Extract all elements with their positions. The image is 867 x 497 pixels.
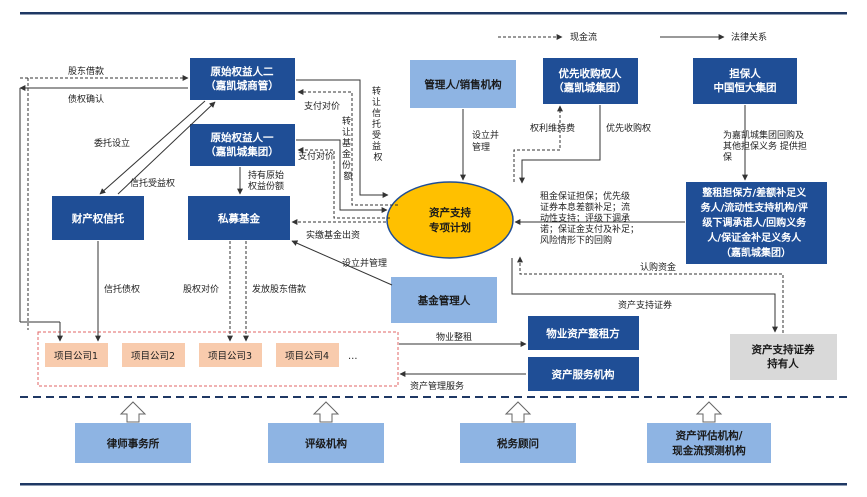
property-trust-box [52,196,144,240]
subscribe-fund-label: 认购资金 [640,261,676,273]
fund-contribution-label: 实缴基金出资 [306,229,360,241]
guarantee-label: 为嘉凯城集团回购及 其他担保义务 提供担 保 [723,129,810,163]
hollow-arrow-tax [504,401,532,423]
valuation-agency-box [647,423,771,463]
top-border-line [20,12,847,15]
hold-orig-label: 持有原始权益份额 [248,169,284,192]
manager-sales-label: 管理人/销售机构 [424,78,502,91]
lessee-box [528,316,639,350]
priority-purchase-line [519,105,601,184]
project-company-1-box [45,343,108,367]
originator-one-label: 原始权益人一（嘉凯城集团） [205,131,279,158]
priority-buyer-box [543,58,638,104]
project-company-4-label: 项目公司4 [285,351,329,362]
private-fund-box [188,196,290,240]
pay-price-line-2 [297,147,390,219]
fund-manager-box [391,277,497,323]
project-ellipsis: … [348,351,358,362]
issue-loan-label: 发放股东借款 [252,283,306,295]
project-company-2-label: 项目公司2 [131,351,175,362]
legend-legal-label: 法律关系 [731,31,767,43]
tax-advisor-label: 税务顾问 [497,437,539,450]
property-trust-label: 财产权信托 [71,212,125,225]
setup-and-manage-label: 设立并管理 [342,257,387,269]
guarantor-label: 担保人中国恒大集团 [714,67,777,94]
fund-manager-setup-arrow [291,240,393,286]
bottom-border-line [20,483,847,486]
rating-agency-box [268,423,384,463]
holders-label: 资产支持证券持有人 [752,343,815,370]
edge-labels: 股东借款 债权确认 委托设立 信托受益权 支付对价 支付对价 持有原始权益份额 … [68,65,810,392]
service-label: 资产服务机构 [552,368,615,381]
support-label: 租金保证担保；优先级 证券本息差额补足；流 动性支持；评级下调承 诺；保证金支付… [540,190,642,246]
lessee-label: 物业资产整租方 [546,327,620,340]
entrust-setup-label: 委托设立 [94,137,130,149]
subscribe-fund-line [517,256,784,333]
project-company-2-box [122,343,185,367]
rating-agency-label: 评级机构 [305,437,347,450]
right-maintain-line [513,105,563,182]
transfer-fund-line [296,139,388,213]
asset-mgmt-service-label: 资产管理服务 [410,380,464,392]
transfer-fund-label: 转 让 基 金 份 额 [342,115,354,182]
pay-price-line-1 [297,89,398,206]
entrust-setup-arrow [99,100,206,195]
private-fund-label: 私募基金 [217,212,260,225]
manager-setup-label: 设立并管理 [472,129,499,153]
obligor-label: 整租担保方/差额补足义 务人/流动性支持机构/评 级下调承诺人/回购义务 人/保… [701,186,812,259]
manager-sales-box [410,60,516,108]
guarantor-box [693,58,797,104]
transfer-trust-label: 转 让 信 托 受 益 权 [372,85,384,163]
tax-advisor-box [460,423,576,463]
spv-plan-label: 资产支持专项计划 [429,206,471,234]
project-companies-frame [37,331,399,387]
connectors [19,75,784,377]
originator-two-box [190,58,295,100]
originator-one-box [190,124,295,166]
obligor-box [686,182,827,264]
abs-securities-line [511,258,778,333]
service-box [528,357,639,391]
trust-beneficiary-label: 信托受益权 [130,177,175,189]
valuation-agency-label: 资产评估机构/现金流预测机构 [672,429,746,457]
pay-price-label-1: 支付对价 [304,100,340,112]
pay-price-label-2: 支付对价 [298,150,334,162]
abs-securities-label: 资产支持证券 [618,299,672,311]
spv-plan-ellipse [386,181,514,259]
debt-confirm-label: 债权确认 [68,93,104,105]
trust-beneficiary-arrow [117,101,216,195]
project-company-4-box [276,343,339,367]
priority-purchase-label: 优先收购权 [606,122,651,134]
legend-cash-flow-label: 现金流 [570,31,597,43]
hollow-arrow-rating [312,401,340,423]
fund-manager-label: 基金管理人 [417,294,471,307]
project-company-1-label: 项目公司1 [54,351,98,362]
hollow-arrow-law [119,401,147,423]
hollow-arrow-valuation [695,401,723,423]
trust-debt-label: 信托债权 [104,283,140,295]
shareholder-loan-label: 股东借款 [68,65,104,77]
law-firm-label: 律师事务所 [107,437,160,450]
originator-two-label: 原始权益人二（嘉凯城商管） [205,65,279,92]
right-maintain-label: 权利维持费 [530,122,575,134]
legend: 现金流 法律关系 [498,31,767,43]
priority-buyer-label: 优先收购权人（嘉凯城集团） [553,67,627,94]
equity-price-label: 股权对价 [183,283,219,295]
project-company-3-label: 项目公司3 [208,351,252,362]
law-firm-box [75,423,191,463]
project-company-3-box [199,343,262,367]
advisor-arrows [119,401,723,423]
property-lease-label: 物业整租 [436,331,472,343]
holders-box [730,334,837,380]
transfer-trust-line [296,79,389,198]
